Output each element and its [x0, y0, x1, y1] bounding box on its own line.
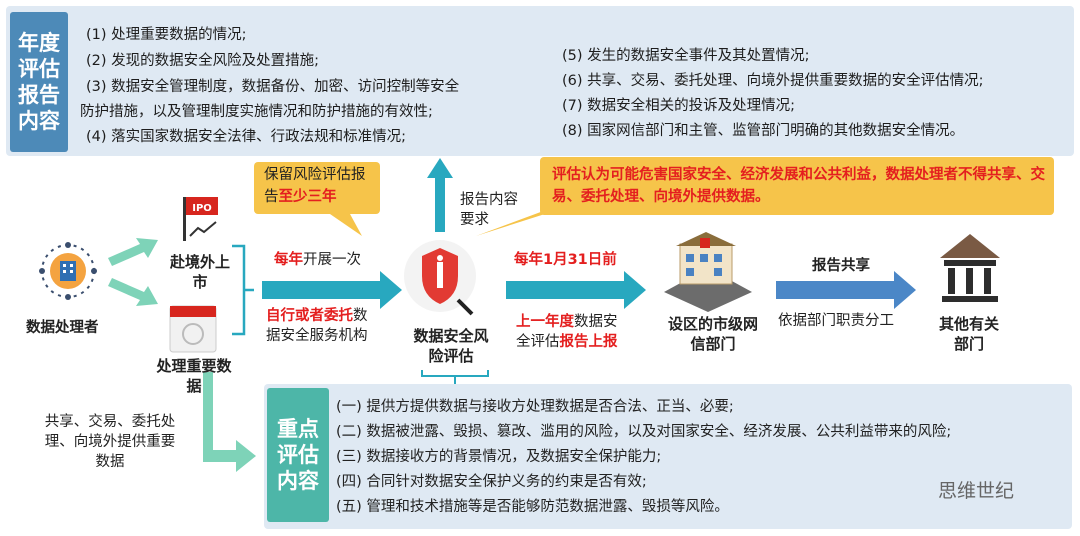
callout-left-tail	[330, 214, 362, 236]
key-assessment-label: 重点评估内容	[267, 388, 329, 522]
annual-item-3-cont: 防护措施，以及管理制度实施情况和防护措施的有效性;	[80, 104, 433, 120]
dept-duty-label: 依据部门职责分工	[778, 313, 894, 329]
key-item-5: (五) 管理和技术措施等是否能够防范数据泄露、毁损等风险。	[336, 499, 729, 515]
annual-item-3: (3) 数据安全管理制度，数据备份、加密、访问控制等安全	[86, 79, 460, 95]
annual-item-6: (6) 共享、交易、委托处理、向境外提供重要数据的安全评估情况;	[562, 73, 984, 89]
prohibition-callout-text: 评估认为可能危害国家安全、经济发展和公共利益，数据处理者不得共享、交易、委托处理…	[552, 167, 1045, 205]
overseas-listing-label: 赴境外上市	[169, 253, 230, 291]
flow-arrow-3	[776, 271, 916, 309]
flow-arrow-2	[506, 271, 646, 309]
ipo-flag-icon: IPO	[183, 197, 218, 241]
prohibition-callout	[540, 157, 1054, 215]
important-data-label: 处理重要数据	[156, 357, 232, 395]
shield-magnifier-icon	[404, 240, 476, 316]
watermark-text: 思维世纪	[938, 480, 1015, 502]
data-processor-label: 数据处理者	[26, 320, 99, 336]
arrow-to-ipo	[108, 238, 158, 266]
annual-item-5: (5) 发生的数据安全事件及其处置情况;	[562, 48, 810, 64]
key-item-1: (一) 提供方提供数据与接收方处理数据是否合法、正当、必要;	[336, 399, 734, 415]
annual-report-panel	[6, 6, 1074, 156]
report-content-requirement: 报告内容要求	[460, 192, 518, 228]
annual-item-1: (1) 处理重要数据的情况;	[86, 27, 247, 43]
other-depts-label: 其他有关部门	[938, 315, 999, 353]
city-cyberspace-dept-label: 设区的市级网信部门	[667, 315, 758, 353]
flow2-deadline: 每年1月31日前	[514, 252, 617, 268]
flow1-frequency: 每年开展一次	[274, 252, 361, 268]
bracket	[232, 244, 254, 336]
government-building-icon	[664, 232, 752, 312]
key-item-3: (三) 数据接收方的背景情况，及数据安全保护能力;	[336, 449, 662, 465]
report-sharing-label: 报告共享	[812, 258, 870, 274]
svg-text:IPO: IPO	[192, 203, 212, 214]
institution-icon	[940, 234, 1000, 302]
up-arrow	[427, 158, 453, 232]
flow-arrow-1	[262, 271, 402, 309]
flow1-method: 自行或者委托数据安全服务机构	[266, 308, 368, 344]
flow2-report: 上一年度数据安全评估报告上报	[516, 314, 618, 350]
key-item-2: (二) 数据被泄露、毁损、篡改、滥用的风险，以及对国家安全、经济发展、公共利益带…	[336, 424, 952, 440]
key-assessment-panel	[264, 384, 1072, 529]
retention-callout	[254, 162, 380, 214]
annual-item-4: (4) 落实国家数据安全法律、行政法规和标准情况;	[86, 129, 407, 145]
share-trade-text: 共享、交易、委托处理、向境外提供重要数据	[44, 414, 176, 470]
data-processor-icon	[39, 242, 97, 300]
annual-item-7: (7) 数据安全相关的投诉及处理情况;	[562, 98, 796, 114]
arrow-to-key-panel	[203, 372, 256, 472]
annual-item-2: (2) 发现的数据安全风险及处置措施;	[86, 53, 320, 69]
retention-callout-text: 保留风险评估报 告至少三年	[264, 167, 366, 205]
annual-item-8: (8) 国家网信部门和主管、监管部门明确的其他数据安全情况。	[562, 123, 965, 139]
arrow-to-important	[108, 278, 158, 306]
key-item-4: (四) 合同针对数据安全保护义务的约束是否有效;	[336, 474, 647, 490]
annual-report-label: 年度评估报告内容	[10, 12, 68, 152]
risk-assessment-label: 数据安全风险评估	[413, 327, 489, 365]
calendar-icon	[169, 305, 217, 353]
